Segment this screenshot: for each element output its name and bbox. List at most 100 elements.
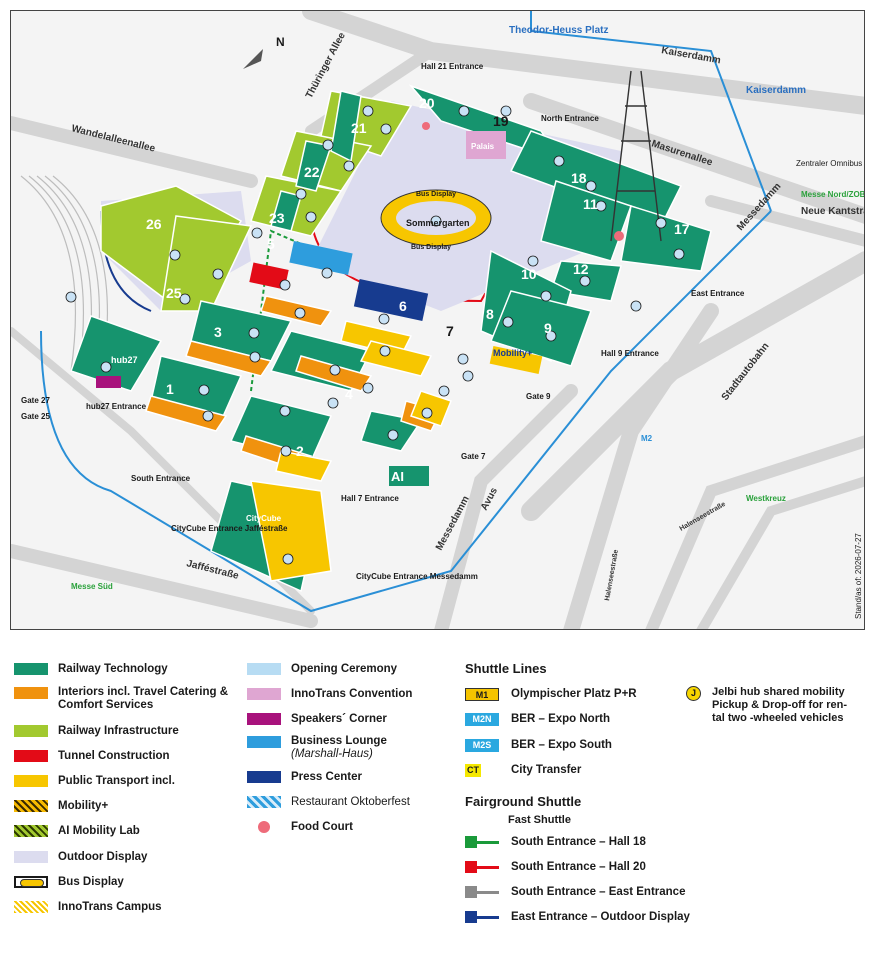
legend-interiors: Interiors incl. Travel Catering & Comfor… [14,686,228,716]
m1-badge: M1 [465,687,499,701]
legend-bus-display: Bus Display [14,873,124,891]
red-line-icon [465,861,499,873]
mobility-plus-area [489,345,543,375]
westkreuz-label: Westkreuz [746,494,786,503]
legend-campus: InnoTrans Campus [14,898,162,916]
legend-mobility: Mobility+ [14,797,108,815]
hall-23-label: 23 [269,210,285,226]
fair-line-east: South Entrance – East Entrance [465,883,685,901]
hall-25-label: 25 [166,285,182,301]
mobility-label: Mobility+ [493,348,532,358]
swatch-outdoor-display [14,851,48,863]
m2n-badge: M2N [465,712,499,726]
legend-label: South Entrance – East Entrance [511,885,686,898]
hall9-entrance-label: Hall 9 Entrance [601,349,659,358]
legend-convention: InnoTrans Convention [247,685,412,703]
legend-label: InnoTrans Campus [58,900,162,913]
street-halensee: Halenseestraße [604,549,620,601]
legend-label: Business Lounge [291,735,387,747]
hall-12-label: 12 [573,261,589,277]
public-transport-halls [250,320,452,582]
north-arrow-icon [243,49,263,69]
label-theodor-heuss: Theodor-Heuss Platz [509,25,608,36]
swatch-restaurant [247,796,281,808]
hall-5-label: 5 [267,236,275,252]
gate-25-label: Gate 25 [21,412,50,421]
messe-sued-label: Messe Süd [71,582,113,591]
citycube-messedamm-label: CityCube Entrance Messedamm [356,572,478,581]
gate-27-label: Gate 27 [21,396,50,405]
palais [466,131,506,159]
m2s-badge: M2S [465,738,499,752]
fair-title: Fairground Shuttle [465,794,582,809]
green-line-icon [465,836,499,848]
legend-label: South Entrance – Hall 18 [511,835,646,848]
hub27-entrance-label: hub27 Entrance [86,402,147,411]
legend-label: Outdoor Display [58,850,148,863]
shuttle-m2n: M2N BER – Expo North [465,710,610,728]
hall-18-label: 18 [571,170,587,186]
swatch-interiors [14,687,48,699]
legend-press: Press Center [247,768,362,786]
speakers-corner [96,376,121,388]
hall-17-label: 17 [674,221,690,237]
swatch-mobility [14,800,48,812]
shuttle-m2s: M2S BER – Expo South [465,736,612,754]
hall-11-label: 11 [583,196,598,212]
hall-8-label: 8 [486,306,494,322]
ai-label: AI [391,469,404,484]
fairground-map: 20 21 22 23 26 25 18 17 12 10 8 9 11 1 2… [10,10,865,630]
jelbi-line2: Pickup & Drop-off for ren- [712,699,848,711]
hall-pins [65,105,685,565]
legend-label: City Transfer [511,763,582,776]
ct-badge: CT [465,763,481,777]
stand-label: Stand/as of: 2026-07-27 [854,533,863,619]
fast-title: Fast Shuttle [508,814,571,826]
gate-7-label: Gate 7 [461,452,486,461]
legend-label: AI Mobility Lab [58,824,140,837]
hall-6-label: 6 [399,298,407,314]
legend-label: Opening Ceremony [291,662,398,675]
fair-line-20: South Entrance – Hall 20 [465,858,646,876]
swatch-press [247,771,281,783]
legend-label: East Entrance – Outdoor Display [511,910,690,923]
legend-label: Tunnel Construction [58,749,170,762]
swatch-railway-technology [14,663,48,675]
hall21-entrance-label: Hall 21 Entrance [421,62,484,71]
bus-display-label-2: Bus Display [411,244,451,251]
north-label: N [276,35,285,49]
restaurant-oktoberfest [289,241,353,275]
legend-label: Olympischer Platz P+R [511,687,637,700]
hall-3-label: 3 [214,324,222,340]
funkturm-tower [610,70,662,242]
legend-label: Railway Infrastructure [58,724,179,737]
legend-label: Bus Display [58,875,124,888]
hall-22-label: 22 [304,164,320,180]
legend-ai-lab: AI Mobility Lab [14,822,140,840]
legend-food-court: Food Court [247,818,353,836]
blue-line-icon [465,911,499,923]
legend-tunnel: Tunnel Construction [14,747,170,765]
roads [11,11,864,629]
hall-26-label: 26 [146,216,162,232]
jelbi-line3: tal two -wheeled vehicles [712,712,844,724]
legend-label: South Entrance – Hall 20 [511,860,646,873]
swatch-bus-display [14,876,48,888]
sommergarten-label: Sommergarten [406,218,470,228]
north-entrance-label: North Entrance [541,114,599,123]
south-entrance-label: South Entrance [131,474,191,483]
tunnel-construction-hall [249,262,289,290]
palais-label: Palais [471,142,495,151]
zob-label: Zentraler Omnibus Bahnhof [796,159,865,168]
gate-9-label: Gate 9 [526,392,551,401]
swatch-railway-infrastructure [14,725,48,737]
hall-19-label: 19 [493,113,509,129]
legend-outdoor-display: Outdoor Display [14,848,147,866]
press-center [353,279,429,321]
swatch-food-court [247,821,281,833]
swatch-business-lounge [247,736,281,748]
swatch-ai-lab [14,825,48,837]
legend-label: Press Center [291,770,362,783]
legend-label: BER – Expo North [511,712,611,725]
hub27-label: hub27 [111,355,138,365]
